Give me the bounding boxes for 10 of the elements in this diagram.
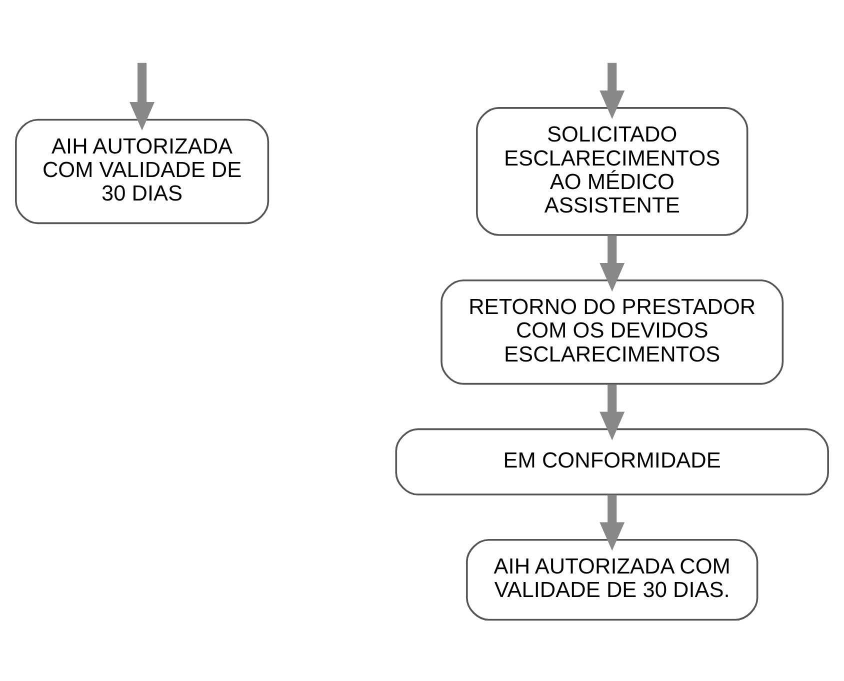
node-box: RETORNO DO PRESTADOR COM OS DEVIDOS ESCLARECIMENTOS [440,279,784,385]
node-box: SOLICITADO ESCLARECIMENTOS AO MÉDICO ASSISTENTE [476,107,748,236]
node-box: AIH AUTORIZADA COM VALIDADE DE 30 DIAS. [466,538,758,621]
arrow [600,384,625,440]
node-box: AIH AUTORIZADA COM VALIDADE DE 30 DIAS [15,118,270,224]
node-box: EM CONFORMIDADE [395,428,829,496]
arrow [130,62,155,131]
arrow [600,494,625,551]
arrow [600,235,625,292]
arrow [600,62,625,120]
